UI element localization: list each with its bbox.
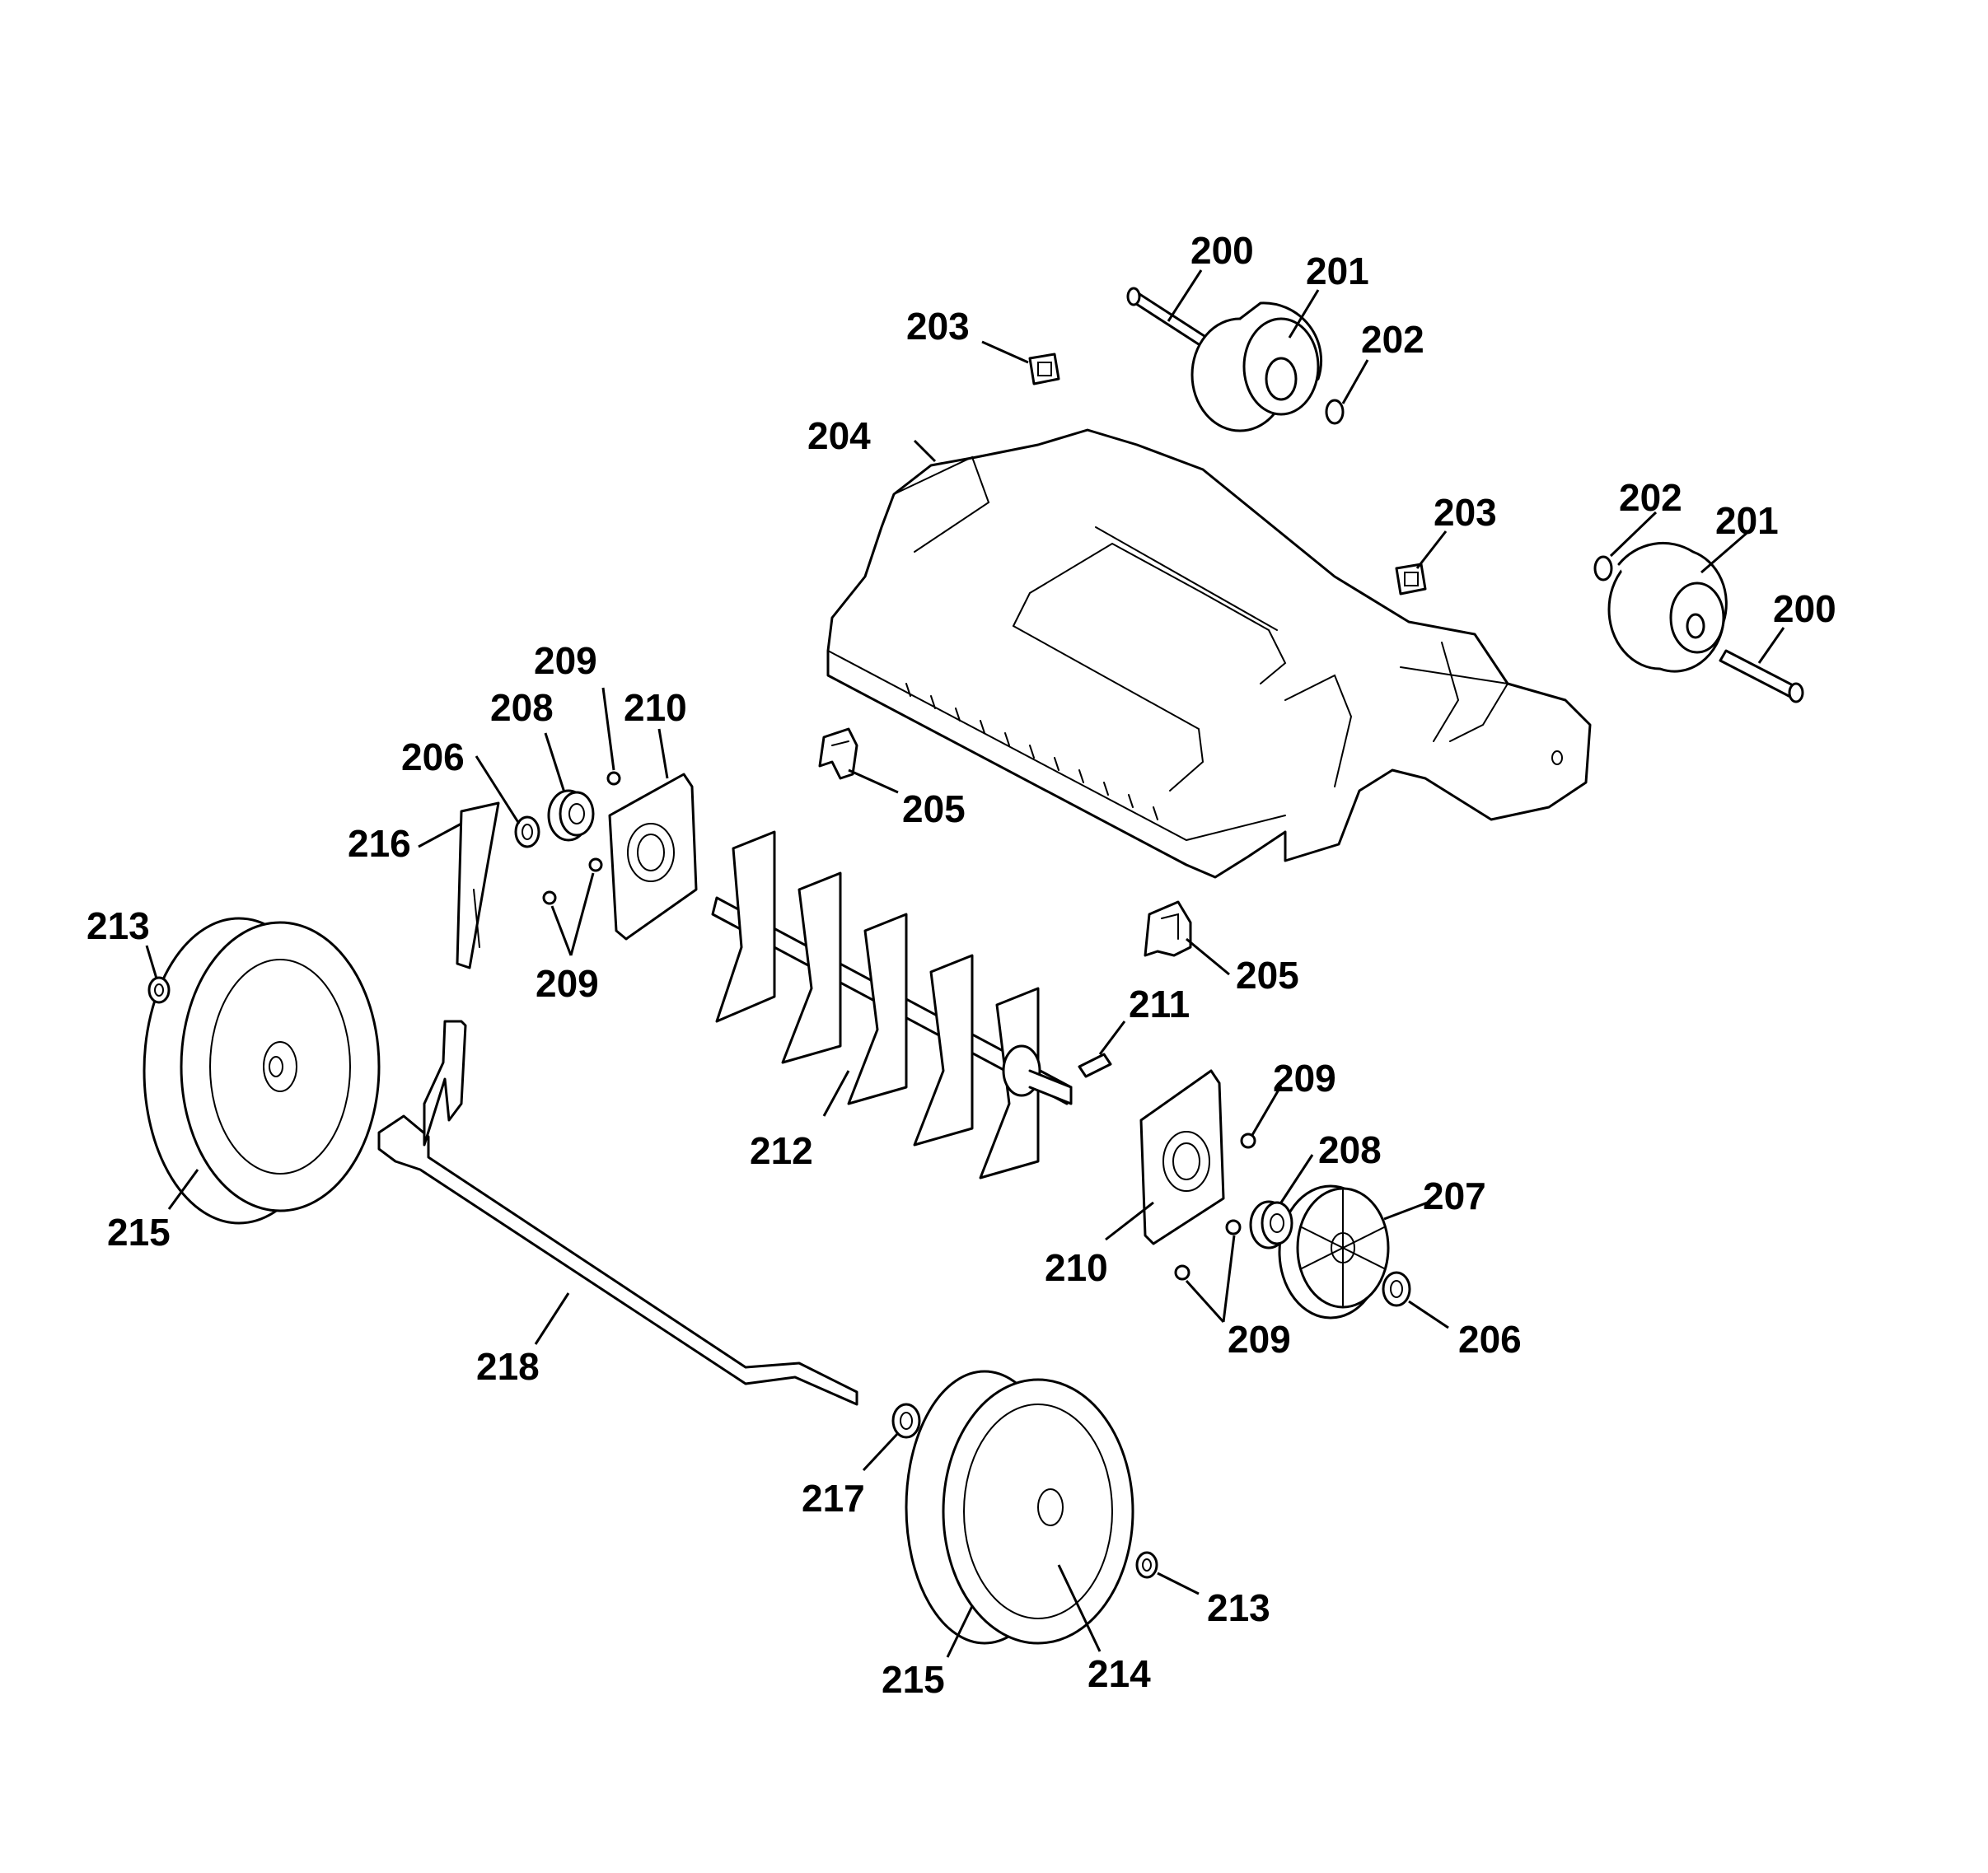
callout-203-top: 203 [906,305,970,348]
callout-203-right: 203 [1434,491,1497,534]
callout-204: 204 [807,414,871,457]
callout-215-left: 215 [107,1211,171,1254]
axle-pin-200-top [1126,287,1209,348]
bearing-plate-210-right [1139,1069,1225,1245]
callout-202-right: 202 [1619,476,1682,519]
nut-203-right [1395,563,1427,596]
callout-200-top: 200 [1190,229,1254,272]
callout-214: 214 [1088,1652,1151,1695]
roller-201-right [1607,541,1728,673]
nut-213-left [147,976,171,1004]
clip-205-right [1144,900,1192,957]
screw-209-d [1240,1133,1256,1149]
screw-209-e [1225,1219,1242,1235]
callout-213-left: 213 [87,904,150,947]
callout-210-left: 210 [624,686,687,729]
callout-206-right: 206 [1458,1318,1522,1361]
callout-208-left: 208 [490,686,554,729]
spacer-206-left [514,815,540,848]
roller-201-top [1190,301,1323,432]
screw-209-c [542,890,557,905]
bearing-208-left [547,789,595,842]
lever-216 [456,801,500,969]
scarifier-shaft-212 [711,830,1073,1179]
callout-213-right: 213 [1207,1586,1270,1629]
callout-208-right: 208 [1318,1128,1382,1171]
callout-218: 218 [476,1345,540,1388]
callout-201-top: 201 [1306,250,1369,292]
screw-209-f [1174,1264,1190,1281]
washer-217 [891,1403,921,1439]
callout-207: 207 [1423,1175,1486,1217]
callout-210-right: 210 [1045,1246,1108,1289]
gear-207 [1278,1184,1390,1320]
nut-203-top [1028,353,1060,385]
leader-lines [145,269,1785,1658]
callout-217: 217 [802,1477,865,1520]
ring-202-right [1593,555,1613,582]
nut-213-right [1135,1551,1158,1579]
callout-209-d: 209 [1228,1318,1291,1361]
bearing-plate-210-left [608,773,698,941]
axle-pin-200-right [1719,649,1804,703]
callout-202-top: 202 [1361,318,1424,361]
callout-209-c: 209 [1273,1057,1336,1100]
ring-202-top [1325,399,1345,425]
callout-206-left: 206 [401,736,465,778]
screw-209-a [606,771,621,786]
callout-216: 216 [348,822,411,865]
callout-200-right: 200 [1773,587,1836,630]
callout-209-b: 209 [536,962,599,1005]
clip-205-left [818,727,858,780]
callout-211: 211 [1129,983,1190,1025]
callout-209-a: 209 [534,639,597,682]
axle-218 [377,1020,858,1406]
screw-209-b [588,857,603,872]
bearing-208-right [1249,1200,1293,1249]
housing-204 [826,428,1592,879]
callout-205-right: 205 [1236,954,1299,997]
spacer-206-right [1382,1271,1411,1307]
key-211 [1078,1053,1112,1078]
callout-212: 212 [750,1129,813,1172]
wheel-215-right [905,1370,1134,1645]
callout-201-right: 201 [1715,499,1779,542]
callout-labels: 200 201 202 203 204 202 201 203 200 209 … [87,229,1836,1701]
wheel-215-left [143,917,381,1225]
callout-215-right: 215 [882,1658,945,1701]
callout-205-left: 205 [902,787,966,830]
